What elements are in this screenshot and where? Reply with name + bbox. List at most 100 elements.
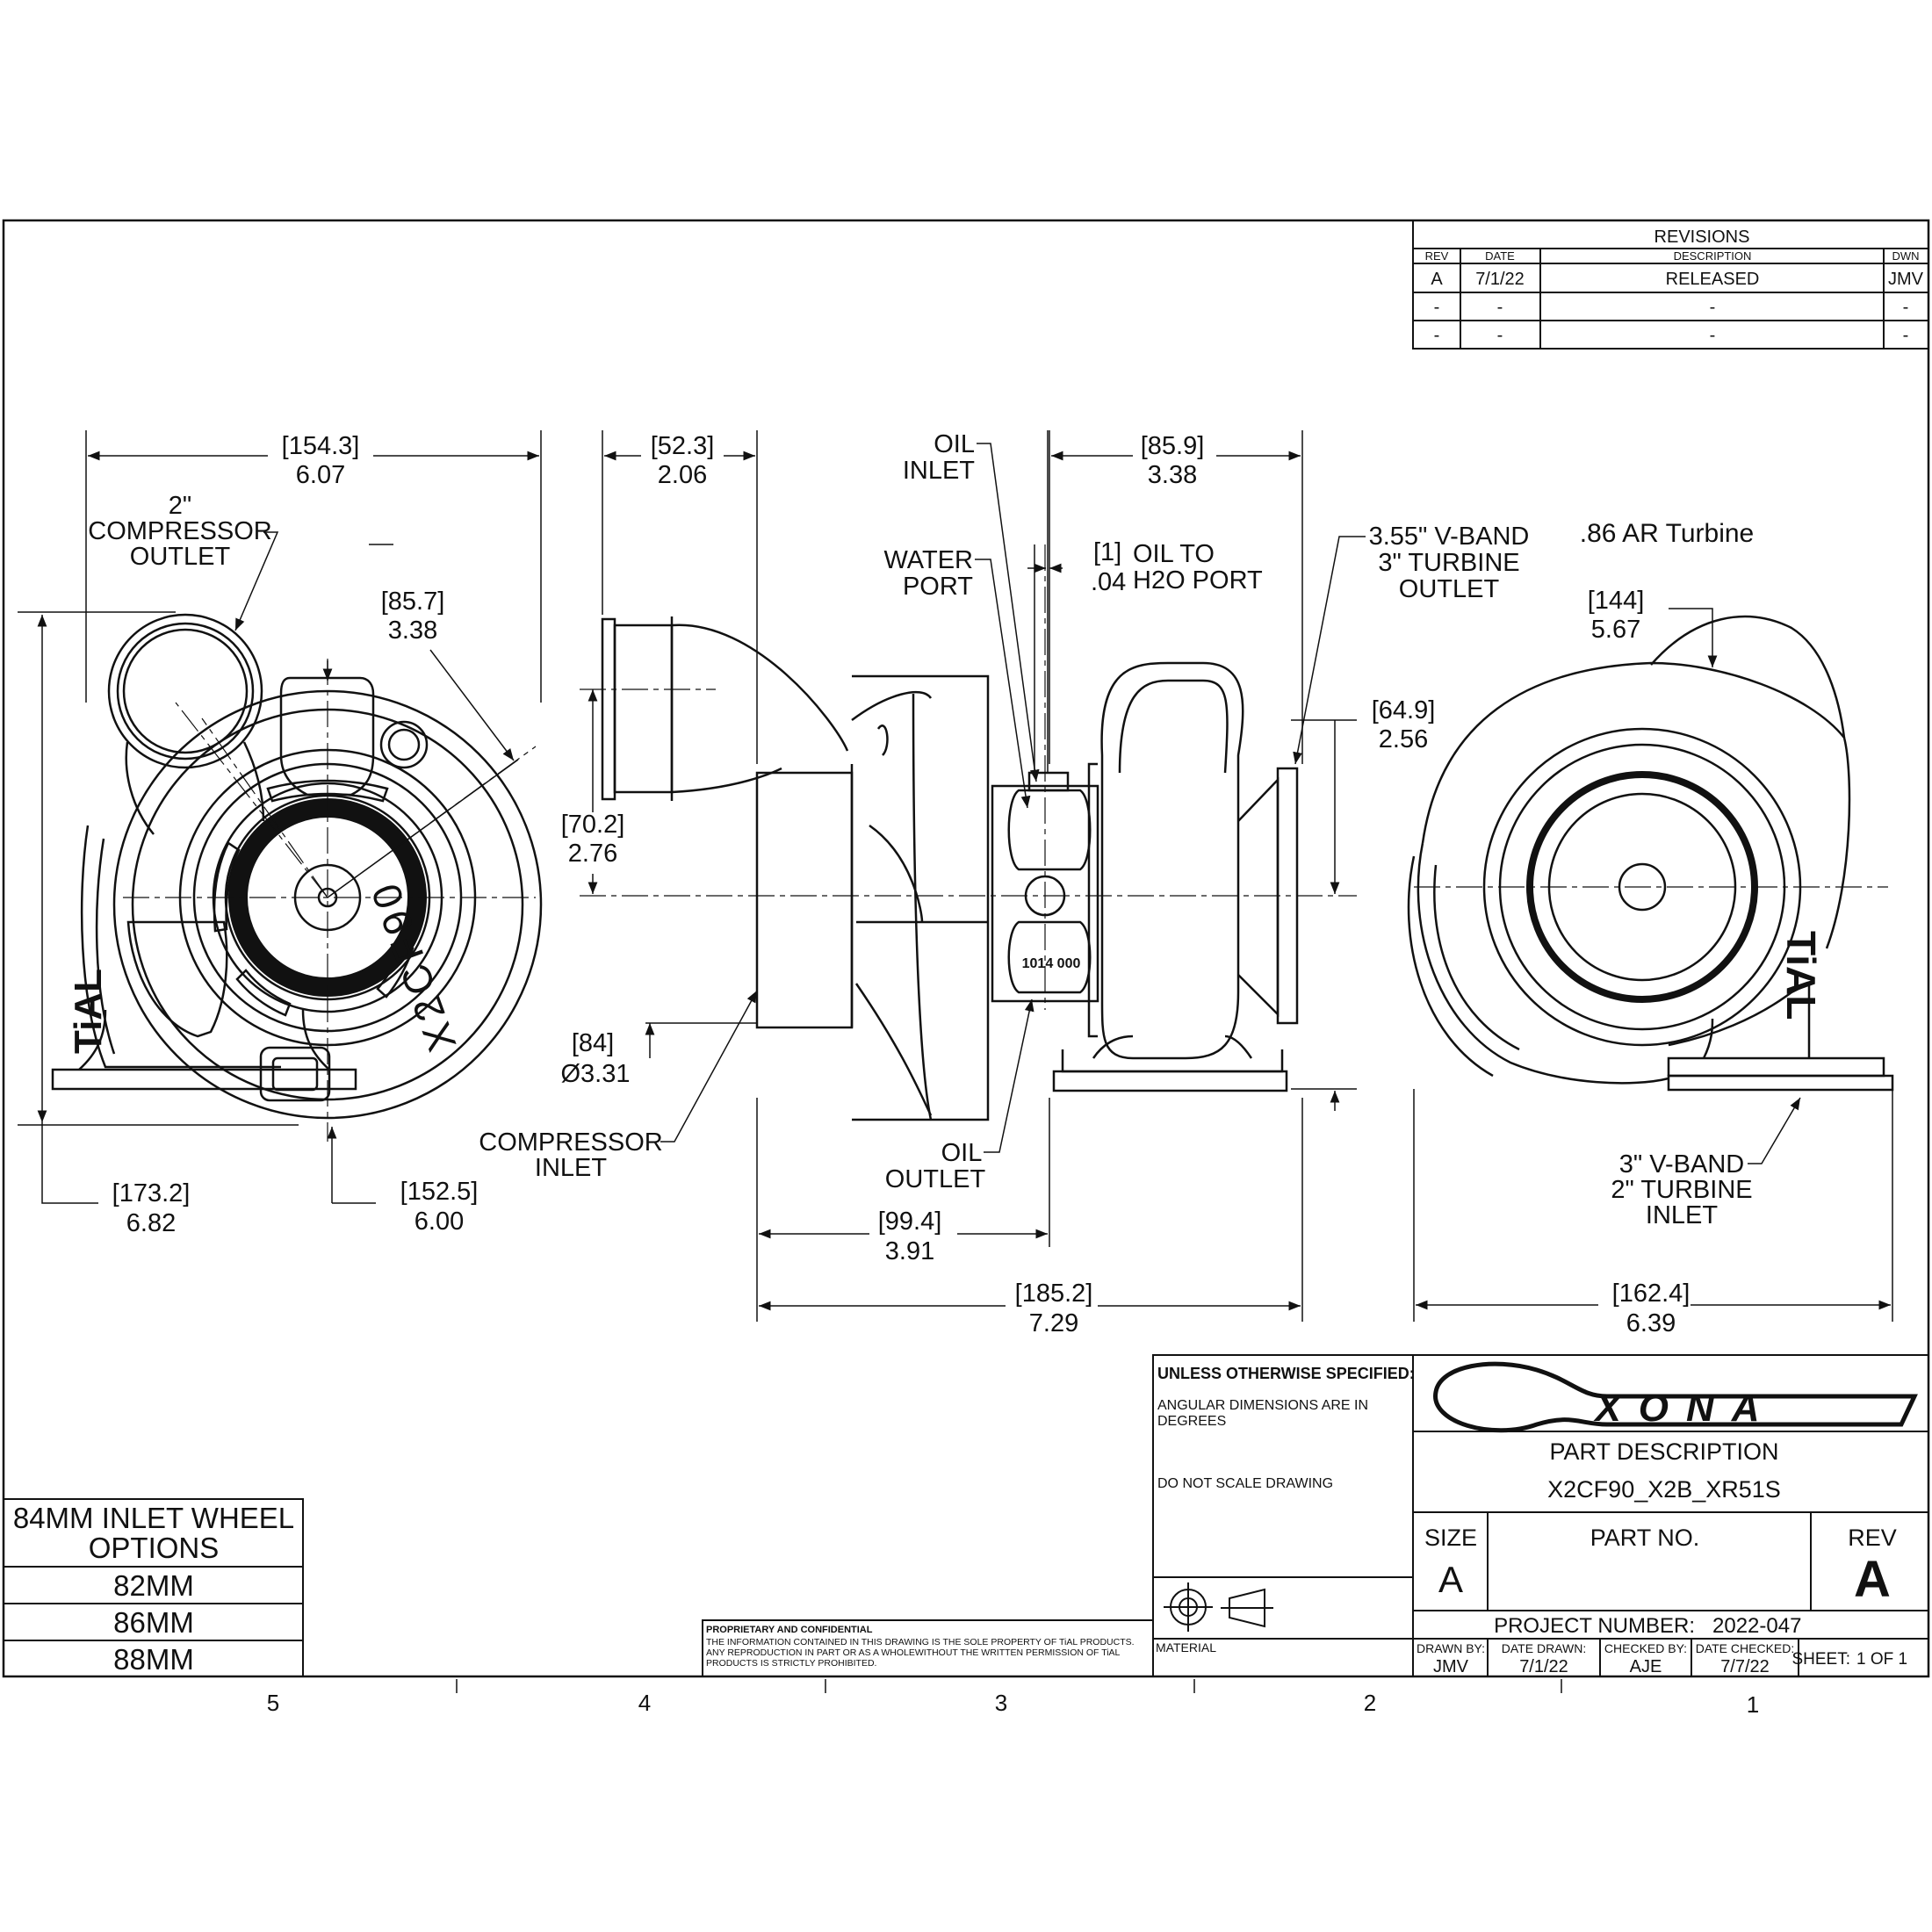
dim-overall-mm: [185.2]: [1015, 1280, 1093, 1308]
dim-turbine-length-in: 3.38: [1148, 461, 1197, 489]
part-description-label: PART DESCRIPTION: [1549, 1438, 1778, 1465]
rev-cell: -: [1434, 298, 1440, 317]
rev-cell: -: [1497, 326, 1503, 345]
label-oil-inlet: INLET: [903, 457, 975, 485]
rev-cell: -: [1710, 326, 1716, 345]
size-label: SIZE: [1424, 1525, 1477, 1551]
scale-note: DO NOT SCALE DRAWING: [1157, 1476, 1333, 1491]
angular-note: ANGULAR DIMENSIONS ARE IN: [1157, 1398, 1368, 1413]
label-water-port: WATER: [884, 546, 974, 574]
project-number-label: PROJECT NUMBER:: [1494, 1614, 1695, 1638]
dim-front-width-in: 6.07: [296, 461, 345, 489]
dim-rear-top-in: 5.67: [1591, 616, 1640, 644]
sheet-value: 1 OF 1: [1856, 1650, 1907, 1669]
dim-front-diag-mm: [85.7]: [381, 588, 445, 616]
revisions-table: [1412, 220, 1929, 350]
label-oil-to-h2o: H2O PORT: [1133, 566, 1263, 595]
proprietary-title: PROPRIETARY AND CONFIDENTIAL: [706, 1625, 873, 1635]
zone-ticks: [456, 1679, 1562, 1693]
dim-outlet-height-in: 2.76: [568, 840, 617, 868]
sheet-label: SHEET:: [1791, 1650, 1850, 1669]
center-housing-number: 1014 000: [1022, 956, 1081, 971]
rear-dimension-lines: [1413, 608, 1893, 1322]
dim-inlet-diameter-in: Ø3.31: [561, 1060, 631, 1088]
label-oil-outlet: OUTLET: [885, 1165, 986, 1193]
rev-cell: RELEASED: [1666, 270, 1760, 289]
front-dimension-lines: [18, 430, 542, 1204]
leader-oil-inlet: [977, 443, 1040, 782]
dim-rear-width-in: 6.39: [1626, 1309, 1676, 1337]
rev-cell: -: [1497, 298, 1503, 317]
dim-inlet-length-in: 2.06: [658, 461, 707, 489]
label-compressor-outlet: 2": [169, 492, 191, 520]
label-vband-inlet: INLET: [1646, 1201, 1718, 1229]
label-vband-outlet: 3.55" V-BAND: [1369, 523, 1530, 551]
date-checked-label: DATE CHECKED:: [1696, 1641, 1795, 1655]
rev-cell: 7/1/22: [1475, 270, 1525, 289]
rev-cell: -: [1710, 298, 1716, 317]
dim-oil-to-h2o-in: .04: [1091, 568, 1126, 596]
rear-view-title: .86 AR Turbine: [1580, 519, 1754, 548]
label-vband-inlet: 2" TURBINE: [1611, 1176, 1752, 1204]
rev-cell: -: [1434, 326, 1440, 345]
dim-comp-to-oil-in: 3.91: [885, 1237, 934, 1265]
label-oil-to-h2o: OIL TO: [1133, 540, 1215, 568]
rev-label: REV: [1848, 1525, 1897, 1551]
leader-vband-inlet: [1748, 1097, 1801, 1164]
proprietary-text: ANY REPRODUCTION IN PART OR AS A WHOLEWI…: [706, 1647, 1121, 1658]
drawn-by-label: DRAWN BY:: [1417, 1641, 1485, 1655]
rev-cell: -: [1903, 298, 1909, 317]
label-compressor-outlet: COMPRESSOR: [88, 517, 271, 545]
revisions-title: REVISIONS: [1654, 227, 1750, 247]
rear-brand-mark: TiAL: [1778, 931, 1824, 1020]
side-view-outline: [601, 616, 1299, 1121]
wheel-option: 82MM: [113, 1569, 194, 1602]
wheel-options-title: OPTIONS: [89, 1532, 220, 1564]
date-checked: 7/7/22: [1720, 1657, 1770, 1676]
date-drawn: 7/1/22: [1519, 1657, 1568, 1676]
dim-outlet-height-mm: [70.2]: [561, 811, 625, 839]
zone-number: 4: [638, 1690, 651, 1716]
drawn-by: JMV: [1433, 1657, 1469, 1676]
rev-value: A: [1854, 1551, 1891, 1608]
dim-front-width-mm: [154.3]: [282, 432, 360, 460]
checked-by-label: CHECKED BY:: [1604, 1641, 1687, 1655]
label-water-port: PORT: [903, 573, 973, 601]
label-vband-outlet: OUTLET: [1399, 575, 1500, 603]
zone-number: 2: [1364, 1690, 1376, 1716]
xona-logo-text: XONA: [1592, 1387, 1777, 1430]
dim-comp-to-oil-mm: [99.4]: [878, 1208, 942, 1236]
label-oil-outlet: OIL: [941, 1139, 983, 1167]
side-centerlines: [580, 544, 1357, 1010]
dim-front-diag-in: 3.38: [388, 616, 437, 645]
xona-logo: XONA: [1433, 1361, 1918, 1433]
rev-cell: -: [1903, 326, 1909, 345]
wheel-options-title: 84MM INLET WHEEL: [13, 1502, 294, 1534]
dim-front-bottom-mm: [152.5]: [400, 1178, 479, 1206]
dim-front-bottom-in: 6.00: [415, 1208, 464, 1236]
leader-compressor-outlet: [234, 531, 279, 631]
dim-turbine-height-mm: [64.9]: [1372, 696, 1436, 724]
date-drawn-label: DATE DRAWN:: [1502, 1641, 1586, 1655]
leader-compressor-inlet: [660, 990, 758, 1143]
wheel-option: 86MM: [113, 1606, 194, 1639]
zone-number: 1: [1747, 1691, 1759, 1718]
unless-specified: UNLESS OTHERWISE SPECIFIED:: [1157, 1365, 1415, 1382]
leader-water-port: [975, 559, 1031, 809]
leader-vband-outlet: [1293, 536, 1366, 765]
leader-oil-outlet: [984, 998, 1034, 1153]
wheel-option: 88MM: [113, 1643, 194, 1676]
label-vband-inlet: 3" V-BAND: [1619, 1150, 1744, 1179]
proprietary-text: THE INFORMATION CONTAINED IN THIS DRAWIN…: [706, 1637, 1135, 1647]
rev-cell: JMV: [1888, 270, 1924, 289]
dim-oil-to-h2o-mm: [1]: [1093, 538, 1121, 566]
label-vband-outlet: 3" TURBINE: [1378, 549, 1519, 577]
label-oil-inlet: OIL: [934, 430, 975, 458]
dim-front-height-mm: [173.2]: [112, 1179, 191, 1208]
dim-turbine-height-in: 2.56: [1379, 725, 1428, 753]
dim-turbine-length-mm: [85.9]: [1141, 432, 1205, 460]
label-compressor-inlet: COMPRESSOR: [479, 1128, 662, 1157]
rev-header-rev: REV: [1425, 249, 1449, 263]
rev-header-date: DATE: [1485, 249, 1515, 263]
